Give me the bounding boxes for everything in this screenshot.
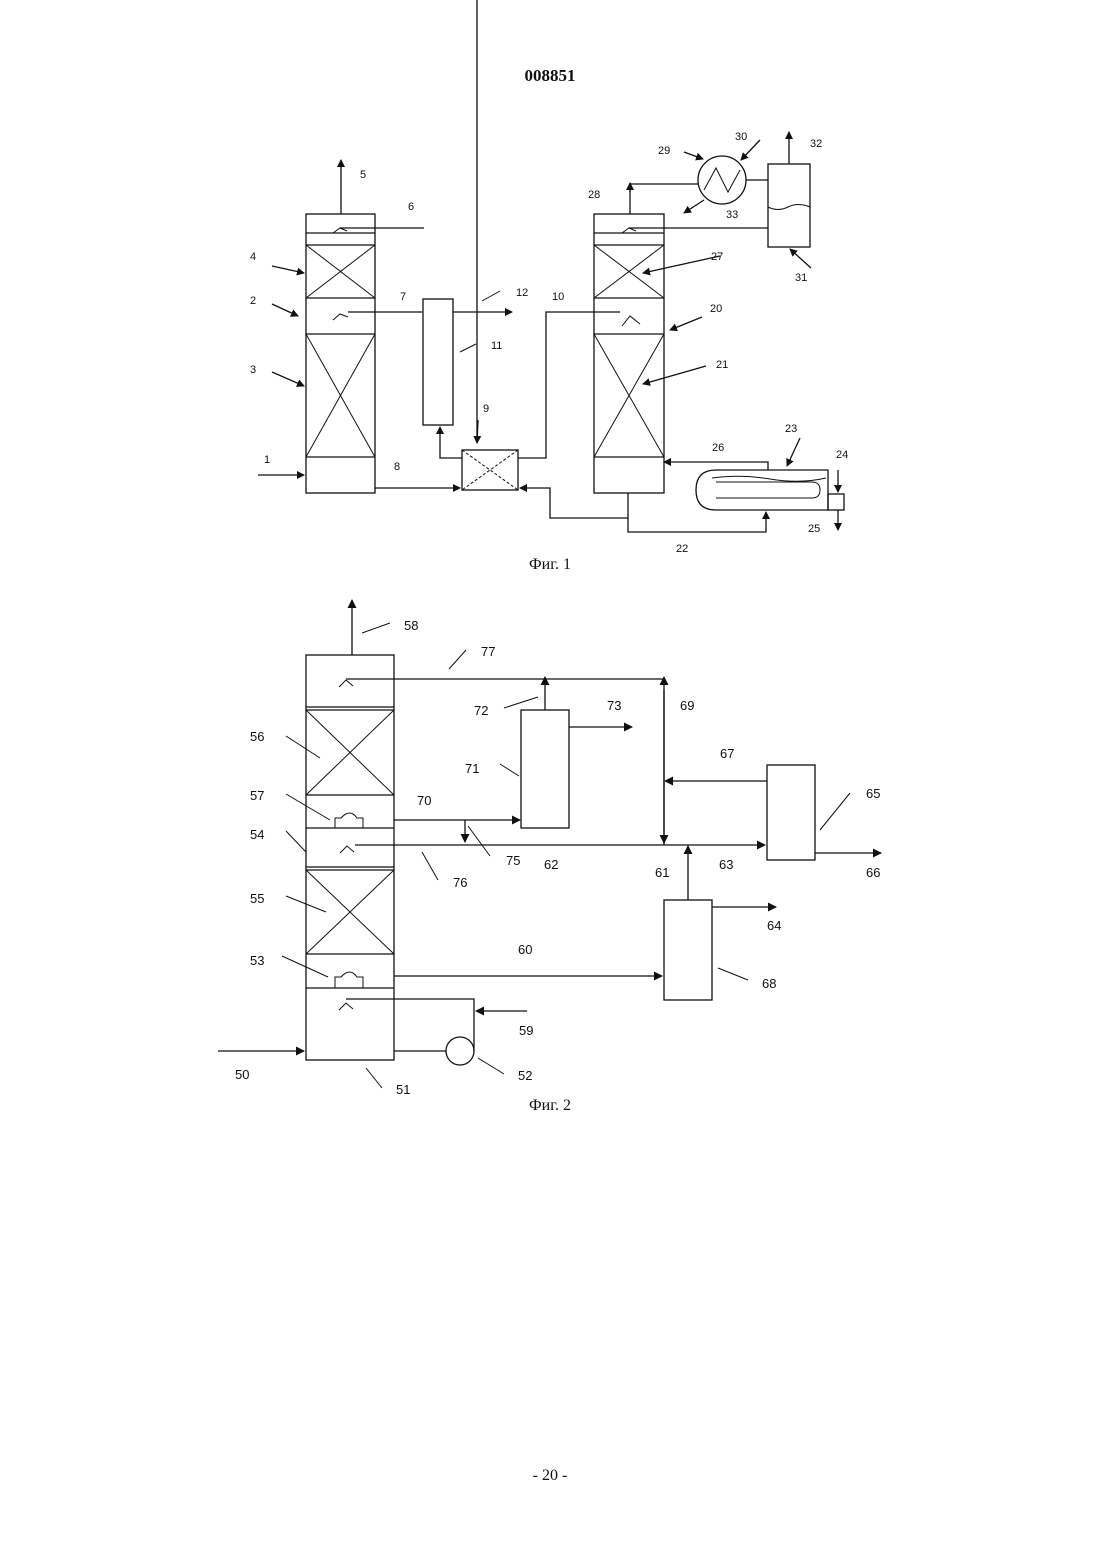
label-64: 64 bbox=[767, 918, 781, 933]
figure-2-labels: 50 51 52 53 54 55 56 57 58 59 60 61 62 6… bbox=[235, 618, 880, 1097]
separator-65 bbox=[767, 765, 815, 860]
label-76: 76 bbox=[453, 875, 467, 890]
label-67: 67 bbox=[720, 746, 734, 761]
label-52: 52 bbox=[518, 1068, 532, 1083]
label-58: 58 bbox=[404, 618, 418, 633]
label-56: 56 bbox=[250, 729, 264, 744]
label-59: 59 bbox=[519, 1023, 533, 1038]
label-63: 63 bbox=[719, 857, 733, 872]
label-70: 70 bbox=[417, 793, 431, 808]
figure-2-diagram: 50 51 52 53 54 55 56 57 58 59 60 61 62 6… bbox=[0, 0, 1100, 1120]
separator-68 bbox=[664, 900, 712, 1000]
page-number: - 20 - bbox=[0, 1467, 1100, 1485]
label-50: 50 bbox=[235, 1067, 249, 1082]
label-65: 65 bbox=[866, 786, 880, 801]
label-77: 77 bbox=[481, 644, 495, 659]
label-75: 75 bbox=[506, 853, 520, 868]
figure-2-caption: Фиг. 2 bbox=[0, 1097, 1100, 1115]
label-60: 60 bbox=[518, 942, 532, 957]
pump-52 bbox=[446, 1037, 474, 1065]
label-72: 72 bbox=[474, 703, 488, 718]
label-66: 66 bbox=[866, 865, 880, 880]
label-71: 71 bbox=[465, 761, 479, 776]
label-53: 53 bbox=[250, 953, 264, 968]
label-73: 73 bbox=[607, 698, 621, 713]
label-61: 61 bbox=[655, 865, 669, 880]
label-57: 57 bbox=[250, 788, 264, 803]
label-55: 55 bbox=[250, 891, 264, 906]
label-62: 62 bbox=[544, 857, 558, 872]
label-51: 51 bbox=[396, 1082, 410, 1097]
label-69: 69 bbox=[680, 698, 694, 713]
label-54: 54 bbox=[250, 827, 264, 842]
separator-71 bbox=[521, 710, 569, 828]
label-68: 68 bbox=[762, 976, 776, 991]
